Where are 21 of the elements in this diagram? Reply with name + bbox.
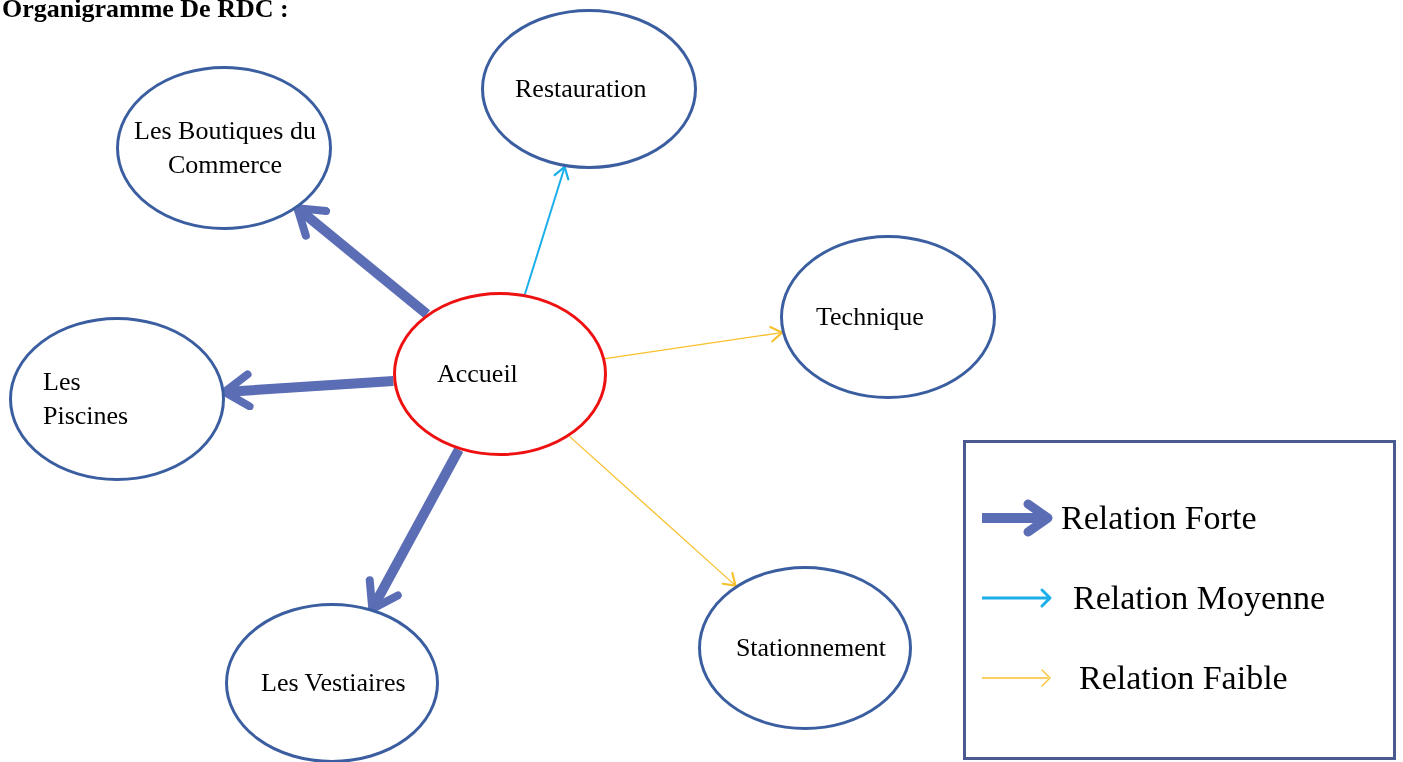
node-label: Accueil <box>437 358 519 390</box>
arrow <box>365 447 464 613</box>
ellipse-node <box>780 235 996 399</box>
arrow <box>293 204 431 318</box>
node-label: Les Piscines <box>43 366 130 432</box>
node-label: Les Vestiaires <box>261 667 407 699</box>
legend-label: Relation Forte <box>1061 498 1257 538</box>
ellipse-node <box>116 66 332 230</box>
ellipse-node <box>393 292 607 456</box>
node-label: Restauration <box>515 73 648 105</box>
legend-label: Relation Moyenne <box>1073 578 1326 618</box>
ellipse-node <box>481 9 697 169</box>
arrow <box>568 435 737 587</box>
arrow <box>604 325 784 360</box>
node-label: Stationnement <box>734 632 888 664</box>
arrow <box>523 165 570 296</box>
ellipse-node <box>9 317 225 481</box>
ellipse-node <box>698 566 912 730</box>
node-label: Technique <box>816 301 925 333</box>
legend-label: Relation Faible <box>1079 658 1288 698</box>
node-label: Les Boutiques du Commerce <box>133 115 317 181</box>
